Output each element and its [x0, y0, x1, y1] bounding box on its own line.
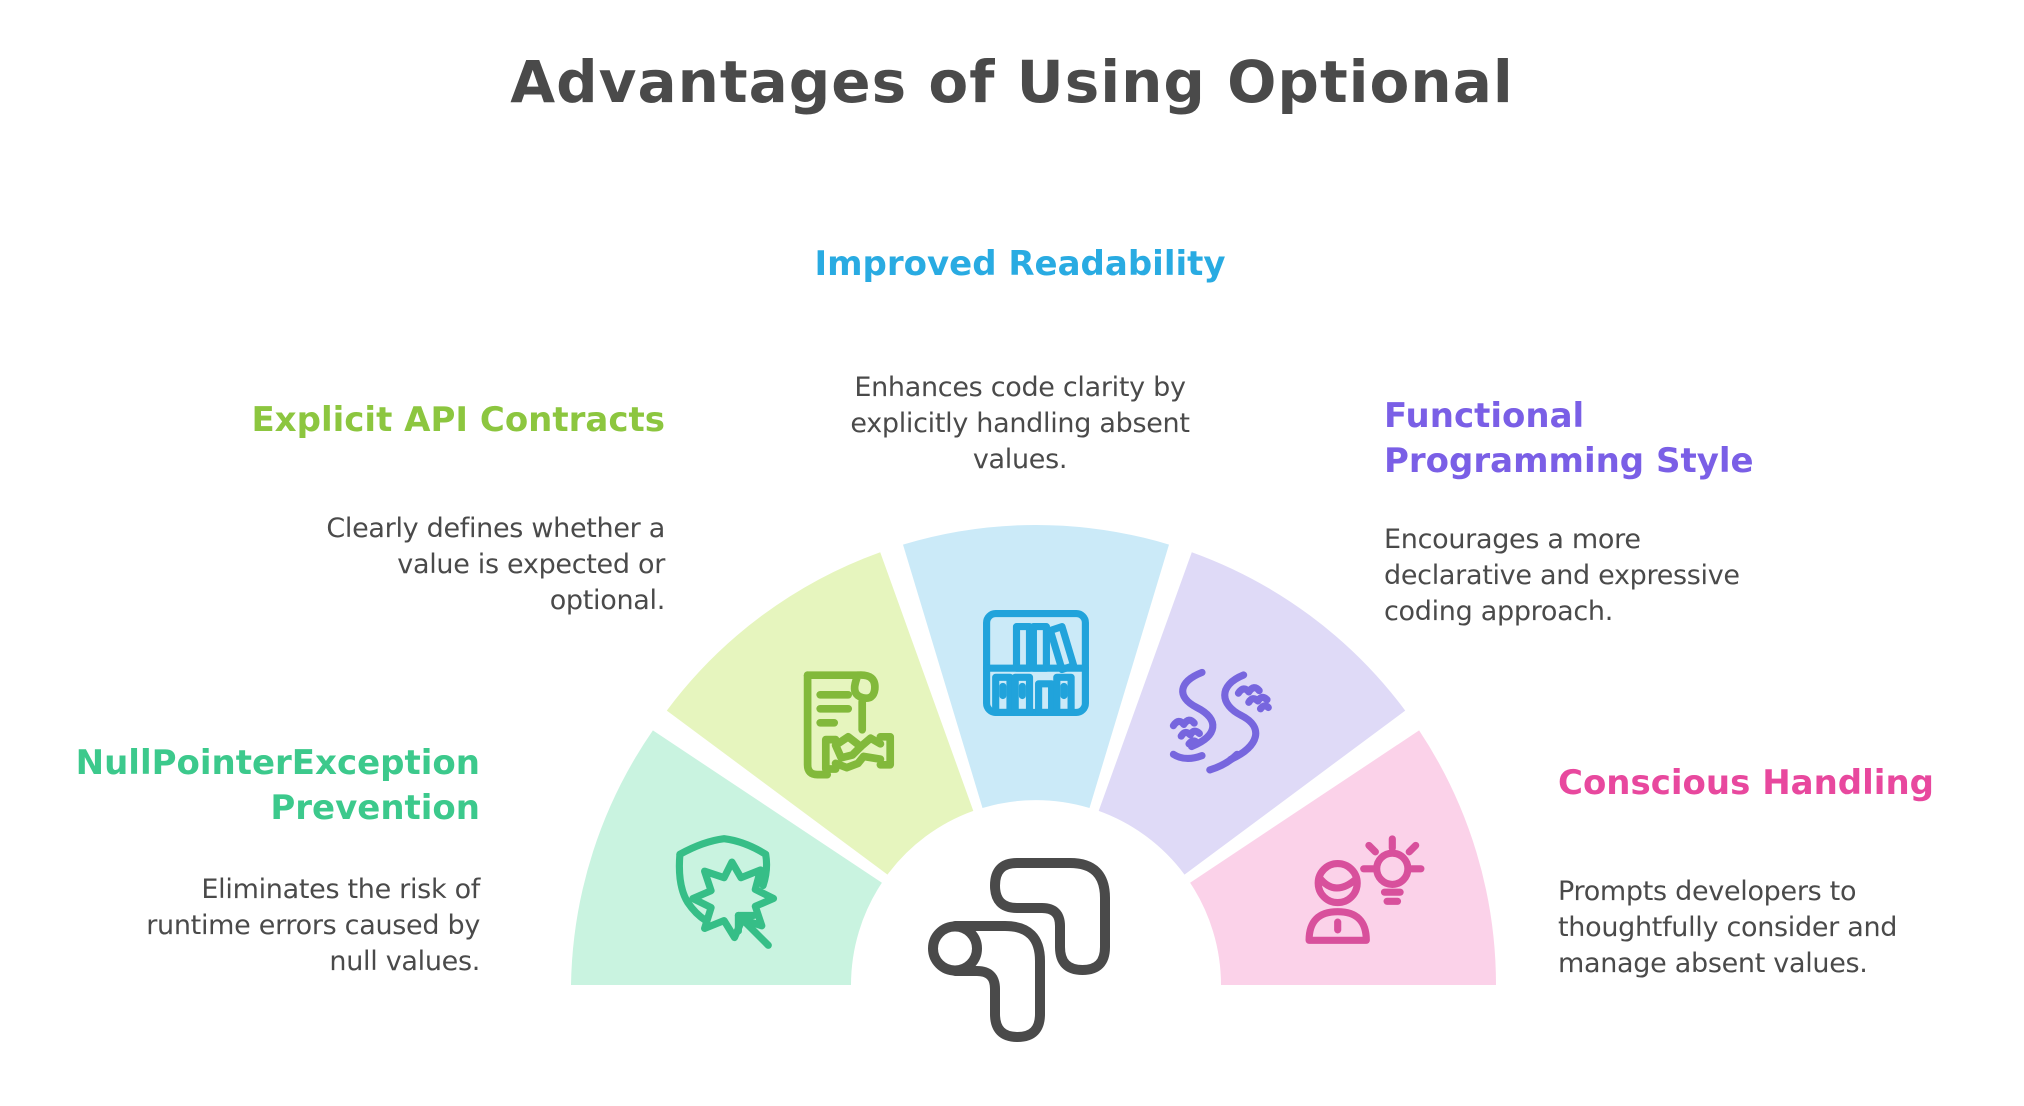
- shield-burst-icon: [675, 835, 778, 949]
- feature-title-nullpointerexception-prevention: NullPointerException Prevention: [75, 743, 480, 828]
- feature-title-improved-readability: Improved Readability: [814, 244, 1226, 284]
- river-path-icon: [1169, 668, 1272, 774]
- fan-segment-conscious-handling: [1190, 730, 1496, 985]
- feature-title-explicit-api-contracts: Explicit API Contracts: [251, 400, 665, 440]
- contract-handshake-icon: [803, 671, 895, 779]
- logo-upper-elbow: [990, 858, 1110, 975]
- bookshelf-icon: [983, 610, 1089, 716]
- page-title: Advantages of Using Optional: [510, 48, 1514, 116]
- logo-circle: [928, 921, 982, 976]
- feature-body-conscious-handling: Prompts developers to thoughtfully consi…: [1558, 876, 1898, 979]
- feature-body-improved-readability: Enhances code clarity by explicitly hand…: [850, 372, 1190, 475]
- fan-segment-nullpointerexception-prevention: [571, 730, 882, 985]
- feature-title-functional-programming-style: Functional Programming Style: [1384, 396, 1754, 481]
- feature-body-nullpointerexception-prevention: Eliminates the risk of runtime errors ca…: [146, 874, 480, 977]
- feature-body-functional-programming-style: Encourages a more declarative and expres…: [1384, 524, 1740, 627]
- feature-title-conscious-handling: Conscious Handling: [1558, 763, 1934, 803]
- center-logo: [928, 858, 1110, 1042]
- fan-segment-explicit-api-contracts: [666, 552, 974, 875]
- person-idea-icon: [1305, 835, 1425, 944]
- fan-segment-functional-programming-style: [1098, 552, 1406, 875]
- feature-body-explicit-api-contracts: Clearly defines whether a value is expec…: [326, 513, 665, 616]
